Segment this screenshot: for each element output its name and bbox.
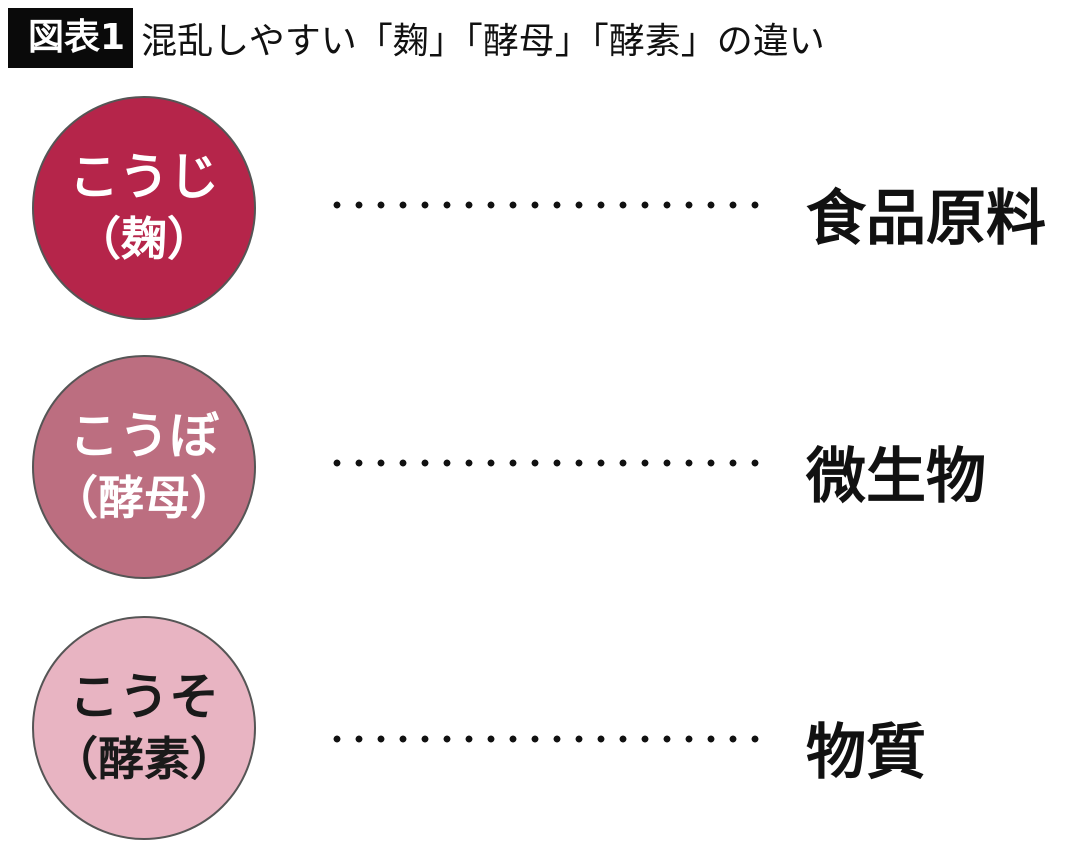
figure-title: 図表1 混乱しやすい「麹」「酵母」「酵素」の違い bbox=[8, 8, 825, 68]
circle-koji: こうじ （麹） bbox=[32, 96, 256, 320]
figure-badge: 図表1 bbox=[8, 8, 134, 68]
reading: こうぼ bbox=[69, 407, 219, 465]
kanji: （酵母） bbox=[52, 471, 236, 525]
circle-kobo: こうぼ （酵母） bbox=[32, 355, 256, 579]
dotted-leader bbox=[326, 200, 766, 210]
dotted-leader bbox=[326, 734, 766, 744]
meaning-koso: 物質 bbox=[806, 718, 926, 788]
meaning-koji: 食品原料 bbox=[806, 184, 1046, 254]
kanji: （麹） bbox=[75, 212, 213, 266]
meaning-kobo: 微生物 bbox=[806, 442, 986, 512]
reading: こうじ bbox=[69, 148, 219, 206]
title-text: 混乱しやすい「麹」「酵母」「酵素」の違い bbox=[141, 21, 825, 62]
reading: こうそ bbox=[69, 668, 219, 726]
dotted-leader bbox=[326, 458, 766, 468]
kanji: （酵素） bbox=[52, 732, 236, 786]
circle-koso: こうそ （酵素） bbox=[32, 616, 256, 840]
